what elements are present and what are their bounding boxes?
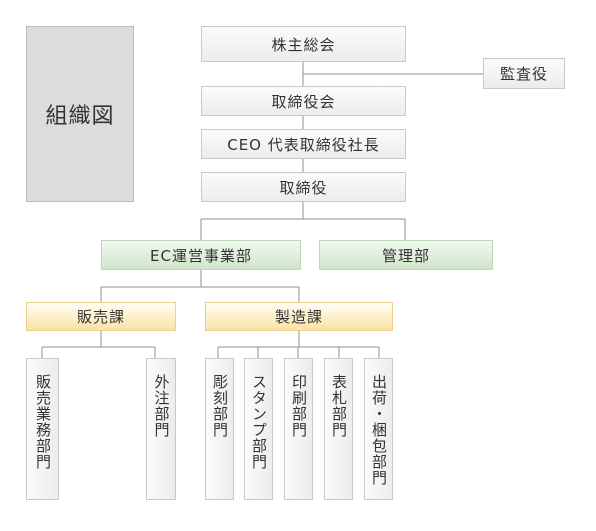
node-engraving-label: 彫刻部門 — [211, 374, 229, 438]
node-shareholders: 株主総会 — [201, 26, 406, 62]
node-manufacturing-section: 製造課 — [205, 302, 393, 331]
node-nameplate-label: 表札部門 — [330, 374, 348, 438]
node-sales-ops-label: 販売業務部門 — [34, 374, 52, 470]
node-stamp: スタンプ部門 — [244, 358, 273, 500]
node-sales-ops: 販売業務部門 — [26, 358, 59, 500]
node-admin-division: 管理部 — [319, 240, 493, 270]
node-shipping-label: 出荷・梱包部門 — [370, 374, 388, 486]
node-stamp-label: スタンプ部門 — [250, 374, 268, 470]
node-sales-section: 販売課 — [26, 302, 176, 331]
node-directors: 取締役 — [201, 172, 406, 202]
node-ec-division: EC運営事業部 — [101, 240, 301, 270]
node-printing-label: 印刷部門 — [290, 374, 308, 438]
node-shipping: 出荷・梱包部門 — [364, 358, 393, 500]
node-board: 取締役会 — [201, 86, 406, 116]
node-engraving: 彫刻部門 — [205, 358, 234, 500]
node-auditor: 監査役 — [483, 58, 565, 89]
node-outsourcing-label: 外注部門 — [152, 374, 171, 438]
node-nameplate: 表札部門 — [324, 358, 353, 500]
node-printing: 印刷部門 — [284, 358, 313, 500]
node-outsourcing: 外注部門 — [146, 358, 176, 500]
chart-title: 組織図 — [26, 26, 134, 202]
node-ceo: CEO 代表取締役社長 — [201, 129, 406, 159]
